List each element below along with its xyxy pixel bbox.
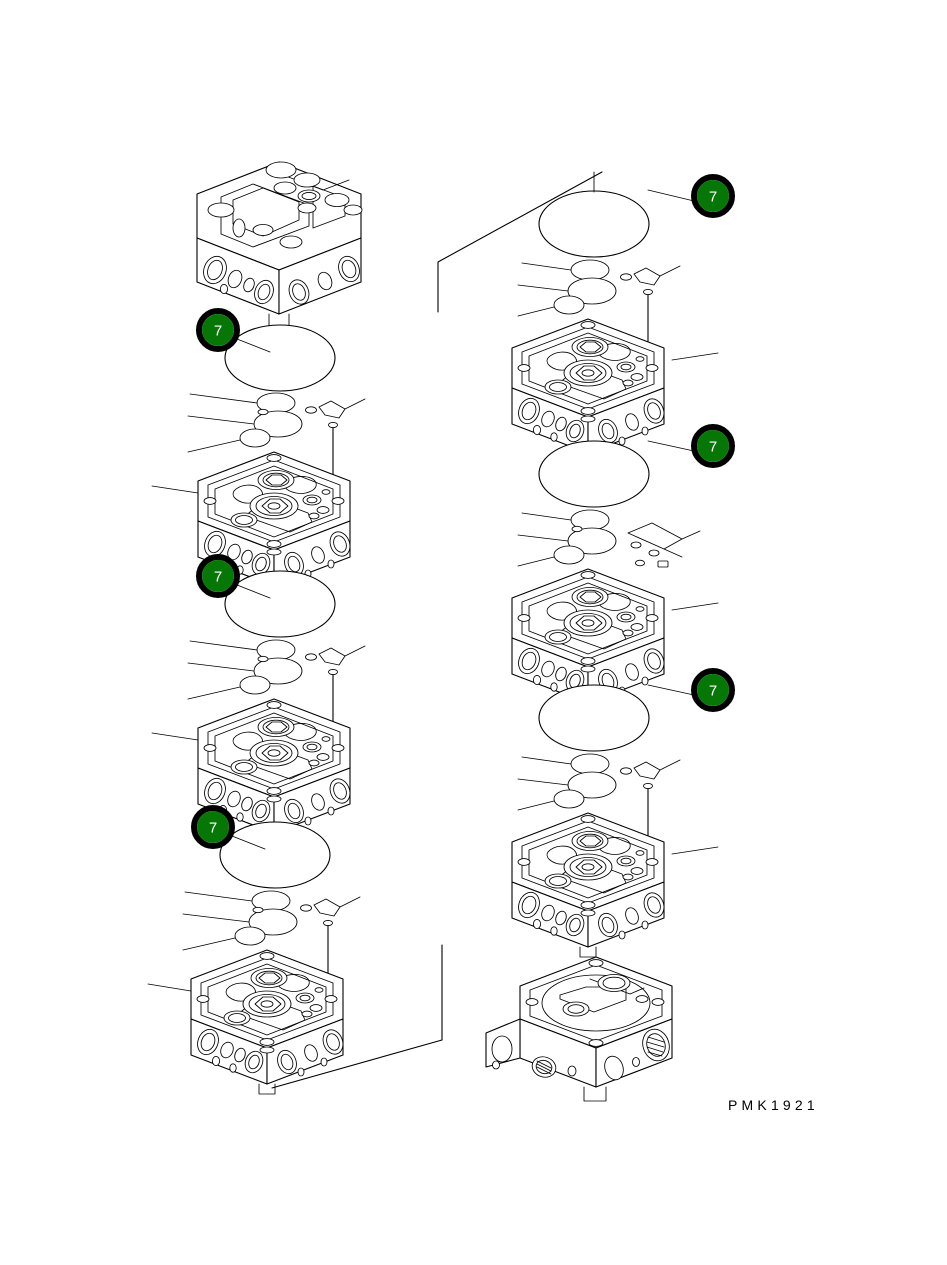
valve-section-left-1: [151, 324, 366, 597]
callout-ring: [691, 174, 735, 218]
callout-disc: [697, 180, 729, 212]
callout-disc: [197, 811, 229, 843]
callout-disc: [202, 314, 234, 346]
callout-disc: [202, 560, 234, 592]
callout-number: 7: [214, 569, 222, 586]
valve-block-top-cover: [196, 161, 364, 327]
part-callout-7[interactable]: 7: [691, 174, 735, 218]
diaphragm-gasket: [538, 440, 650, 508]
callout-disc: [697, 430, 729, 462]
callout-number: 7: [709, 683, 717, 700]
valve-body: [511, 812, 668, 958]
seal-disc-tiny: [239, 428, 271, 448]
diaphragm-gasket: [224, 324, 336, 392]
seal-disc-tiny: [234, 926, 266, 946]
callout-ring: [691, 668, 735, 712]
diaphragm-gasket: [538, 684, 650, 752]
diaphragm-gasket: [538, 190, 650, 258]
diaphragm-gasket: [219, 821, 331, 889]
callout-leaders: [231, 189, 695, 850]
seal-disc-small: [570, 259, 610, 281]
valve-section-left-2: [151, 570, 366, 844]
callout-ring: [196, 308, 240, 352]
valve-base-housing: [485, 956, 674, 1102]
valve-body: [190, 949, 347, 1095]
seal-disc-small: [570, 753, 610, 775]
valve-section-right-1: [511, 171, 719, 464]
figure-code-label: PMK1921: [728, 1097, 819, 1113]
callout-ring: [691, 424, 735, 468]
callout-number: 7: [709, 439, 717, 456]
callout-disc: [697, 674, 729, 706]
callout-ring: [196, 554, 240, 598]
seal-disc-tiny: [553, 295, 585, 315]
callout-number: 7: [209, 820, 217, 837]
seal-disc-tiny: [553, 789, 585, 809]
valve-section-right-3: [511, 684, 719, 958]
seal-disc-tiny: [553, 545, 585, 565]
plate-fragments: [627, 522, 701, 568]
part-callout-7[interactable]: 7: [691, 668, 735, 712]
part-callout-7[interactable]: 7: [191, 805, 235, 849]
valve-section-right-2: [511, 440, 719, 714]
callout-ring: [191, 805, 235, 849]
assembly-group-bracket-lower: [271, 944, 443, 1089]
part-callout-7[interactable]: 7: [196, 554, 240, 598]
valve-section-left-3: [147, 821, 361, 1095]
part-callout-7[interactable]: 7: [691, 424, 735, 468]
callout-number: 7: [709, 189, 717, 206]
assembly-group-bracket-upper: [437, 171, 603, 313]
seal-disc-tiny: [239, 675, 271, 695]
diaphragm-gasket: [224, 570, 336, 638]
callout-layer: 7 7 7 7 7 7: [191, 174, 735, 849]
callout-number: 7: [214, 323, 222, 340]
part-callout-7[interactable]: 7: [196, 308, 240, 352]
